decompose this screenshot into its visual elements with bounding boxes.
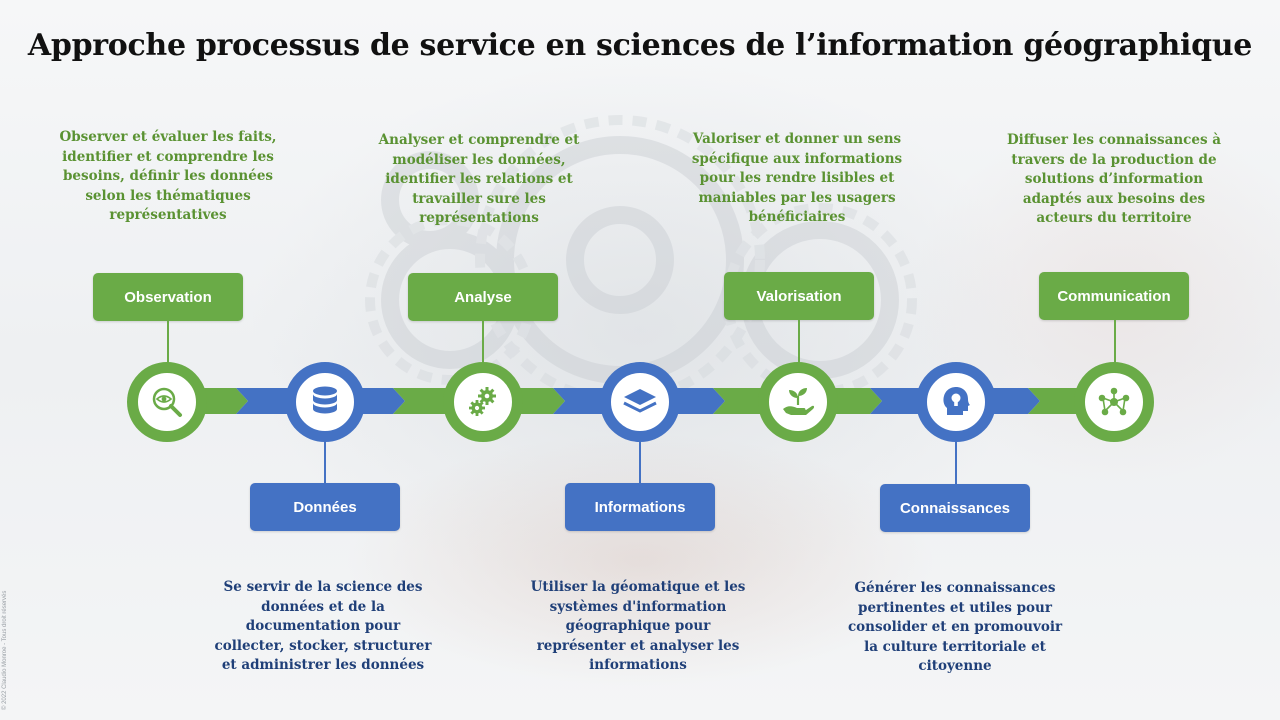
description-line: Utiliser la géomatique et les — [530, 579, 746, 595]
step-description-connaissances: Générer les connaissances pertinentes et… — [845, 579, 1065, 677]
description-line: citoyenne — [918, 658, 992, 674]
connector-donnees — [324, 441, 326, 484]
connector-valorisation — [798, 320, 800, 363]
description-line: modéliser les données, — [392, 151, 566, 168]
description-line: identifier les relations et — [385, 171, 573, 187]
description-line: collecter, stocker, structurer — [214, 637, 432, 654]
plant-hand-icon — [783, 388, 815, 415]
description-line: spécifique aux informations — [691, 150, 903, 167]
step-node-donnees — [285, 362, 365, 442]
description-line: solutions d’information — [1024, 171, 1204, 187]
description-line: la culture territoriale et — [864, 638, 1046, 655]
description-line: systèmes d'information — [549, 598, 727, 615]
description-line: Valoriser et donner un sens — [692, 131, 902, 147]
description-line: acteurs du territoire — [1036, 210, 1192, 226]
description-line: maniables par les usagers — [698, 189, 896, 206]
description-line: besoins, définir les données — [62, 168, 274, 184]
description-line: travailler sure les — [412, 190, 546, 207]
description-line: bénéficiaires — [748, 209, 846, 225]
step-description-informations: Utiliser la géomatique et les systèmes d… — [528, 578, 748, 676]
step-node-analyse — [443, 362, 523, 442]
stage-label-observation: Observation — [93, 273, 243, 321]
stage-label-valorisation: Valorisation — [724, 272, 874, 320]
description-line: documentation pour — [245, 618, 401, 634]
description-line: Analyser et comprendre et — [378, 132, 580, 148]
description-line: adaptés aux besoins des — [1022, 190, 1206, 207]
layers-icon — [623, 389, 657, 413]
description-line: et administrer les données — [221, 657, 425, 673]
connector-communication — [1114, 320, 1116, 363]
gears-icon — [469, 387, 496, 416]
connector-connaissances — [955, 441, 957, 484]
stage-label-communication: Communication — [1039, 272, 1189, 320]
step-node-valorisation — [758, 362, 838, 442]
stage-label-informations: Informations — [565, 483, 715, 531]
step-description-donnees: Se servir de la science des données et d… — [213, 578, 433, 676]
step-description-observation: Observer et évaluer les faits, identifie… — [58, 128, 278, 226]
connector-observation — [167, 321, 169, 363]
eye-magnifier-icon — [152, 387, 182, 417]
step-node-connaissances — [916, 362, 996, 442]
stage-label-connaissances: Connaissances — [880, 484, 1030, 532]
step-description-communication: Diffuser les connaissances à travers de … — [1004, 131, 1224, 229]
description-line: pertinentes et utiles pour — [858, 599, 1052, 616]
description-line: selon les thématiques — [85, 187, 251, 204]
network-people-icon — [1098, 387, 1130, 416]
description-line: informations — [589, 657, 687, 673]
database-icon — [313, 386, 337, 414]
connector-analyse — [482, 321, 484, 363]
description-line: consolider et en promouvoir — [847, 619, 1063, 635]
description-line: Générer les connaissances — [854, 580, 1056, 596]
description-line: géographique pour — [565, 618, 711, 634]
step-node-informations — [600, 362, 680, 442]
head-lightbulb-icon — [943, 387, 970, 415]
stage-label-analyse: Analyse — [408, 273, 558, 321]
connector-informations — [639, 441, 641, 484]
copyright-notice: © 2022 Claudio Monroe - Tous droit réser… — [2, 590, 8, 710]
step-node-communication — [1074, 362, 1154, 442]
description-line: données et de la — [261, 598, 385, 615]
description-line: Diffuser les connaissances à — [1006, 132, 1222, 148]
description-line: représentatives — [109, 207, 227, 223]
step-node-observation — [127, 362, 207, 442]
description-line: Se servir de la science des — [223, 579, 423, 595]
description-line: représenter et analyser les — [536, 637, 740, 654]
step-description-valorisation: Valoriser et donner un sens spécifique a… — [687, 130, 907, 228]
description-line: pour les rendre lisibles et — [699, 170, 895, 186]
description-line: travers de la production de — [1011, 151, 1217, 168]
description-line: Observer et évaluer les faits, — [59, 129, 277, 145]
step-description-analyse: Analyser et comprendre et modéliser les … — [369, 131, 589, 229]
stage-label-donnees: Données — [250, 483, 400, 531]
page-title: Approche processus de service en science… — [27, 28, 1253, 63]
description-line: représentations — [419, 210, 539, 226]
description-line: identifier et comprendre les — [62, 148, 274, 165]
